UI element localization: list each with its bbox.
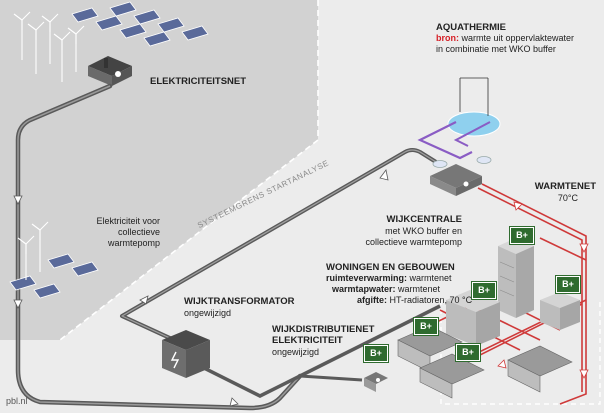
energy-label-badge: B+ <box>472 282 496 299</box>
label-wijktransformator-title: WIJKTRANSFORMATOR <box>184 296 295 307</box>
label-aquathermie-line2: in combinatie met WKO buffer <box>436 44 556 54</box>
label-woningen-r3: afgifte: HT-radiatoren, 70 °C <box>357 295 472 306</box>
label-r1-val: warmtenet <box>407 273 452 283</box>
wind-turbines-left <box>17 221 49 280</box>
apartment-mid <box>446 290 500 346</box>
transformer-building <box>162 330 210 378</box>
high-voltage-line-highlight <box>17 85 301 409</box>
label-distributienet-line1: WIJKDISTRIBUTIENET <box>272 324 375 335</box>
label-distributienet-line2: ELEKTRICITEIT <box>272 335 343 346</box>
label-wijkcentrale-line1: met WKO buffer en <box>385 226 462 236</box>
houses-boundary-line <box>440 300 601 405</box>
row-houses <box>397 325 573 399</box>
label-aquathermie-source: bron: warmte uit oppervlaktewater <box>436 33 574 44</box>
energy-label-badge: B+ <box>556 276 580 293</box>
office-building <box>540 292 580 330</box>
solar-panels-left <box>9 253 99 299</box>
label-woningen-r1: ruimteverwarming: warmtenet <box>326 273 452 284</box>
label-elektriciteit-line3: warmtepomp <box>107 238 160 248</box>
label-r2-val: warmtenet <box>395 284 441 294</box>
label-r2-key: warmtapwater: <box>332 284 396 294</box>
energy-label-badge: B+ <box>510 227 534 244</box>
flow-arrows <box>13 169 389 407</box>
water-pipe <box>417 121 473 160</box>
wind-turbines-top <box>13 11 85 82</box>
heat-flow-arrows <box>497 201 589 379</box>
label-wijktransformator-sub: ongewijzigd <box>184 308 232 318</box>
system-boundary-line <box>59 0 319 341</box>
water-body <box>447 77 501 137</box>
label-wijkcentrale-title: WIJKCENTRALE <box>386 214 462 225</box>
energy-label-badge: B+ <box>364 345 388 362</box>
label-distributienet-sub: ongewijzigd <box>272 347 320 357</box>
label-warmtenet-title: WARMTENET <box>534 181 596 192</box>
credit-text: pbl.nl <box>6 396 28 406</box>
apartment-tall <box>498 238 534 318</box>
power-station <box>88 56 132 86</box>
label-woningen-title: WONINGEN EN GEBOUWEN <box>326 262 455 273</box>
label-elektriciteitsnet: ELEKTRICITEITSNET <box>150 76 247 87</box>
wijkcentrale-building <box>430 164 482 196</box>
label-aquathermie-title: AQUATHERMIE <box>436 22 507 33</box>
label-elektriciteit-line1: Elektriciteit voor <box>96 216 160 226</box>
solar-panels-top <box>71 1 209 47</box>
label-elektriciteit-line2: collectieve <box>117 227 160 237</box>
label-r3-val: HT-radiatoren, 70 °C <box>387 295 473 305</box>
label-woningen-r2: warmtapwater: warmtenet <box>332 284 440 295</box>
label-aquathermie-line1: warmte uit oppervlaktewater <box>459 33 575 43</box>
label-bron: bron: <box>436 33 459 43</box>
label-wijkcentrale-line2: collectieve warmtepomp <box>365 237 462 247</box>
label-warmtenet-temp: 70°C <box>557 193 578 203</box>
small-house <box>364 372 388 392</box>
label-r1-key: ruimteverwarming: <box>326 273 408 283</box>
energy-label-badge: B+ <box>456 344 480 361</box>
outside-system-zone <box>0 0 318 340</box>
label-r3-key: afgifte: <box>357 295 387 305</box>
wko-wells <box>432 156 492 168</box>
energy-label-badge: B+ <box>414 318 438 335</box>
